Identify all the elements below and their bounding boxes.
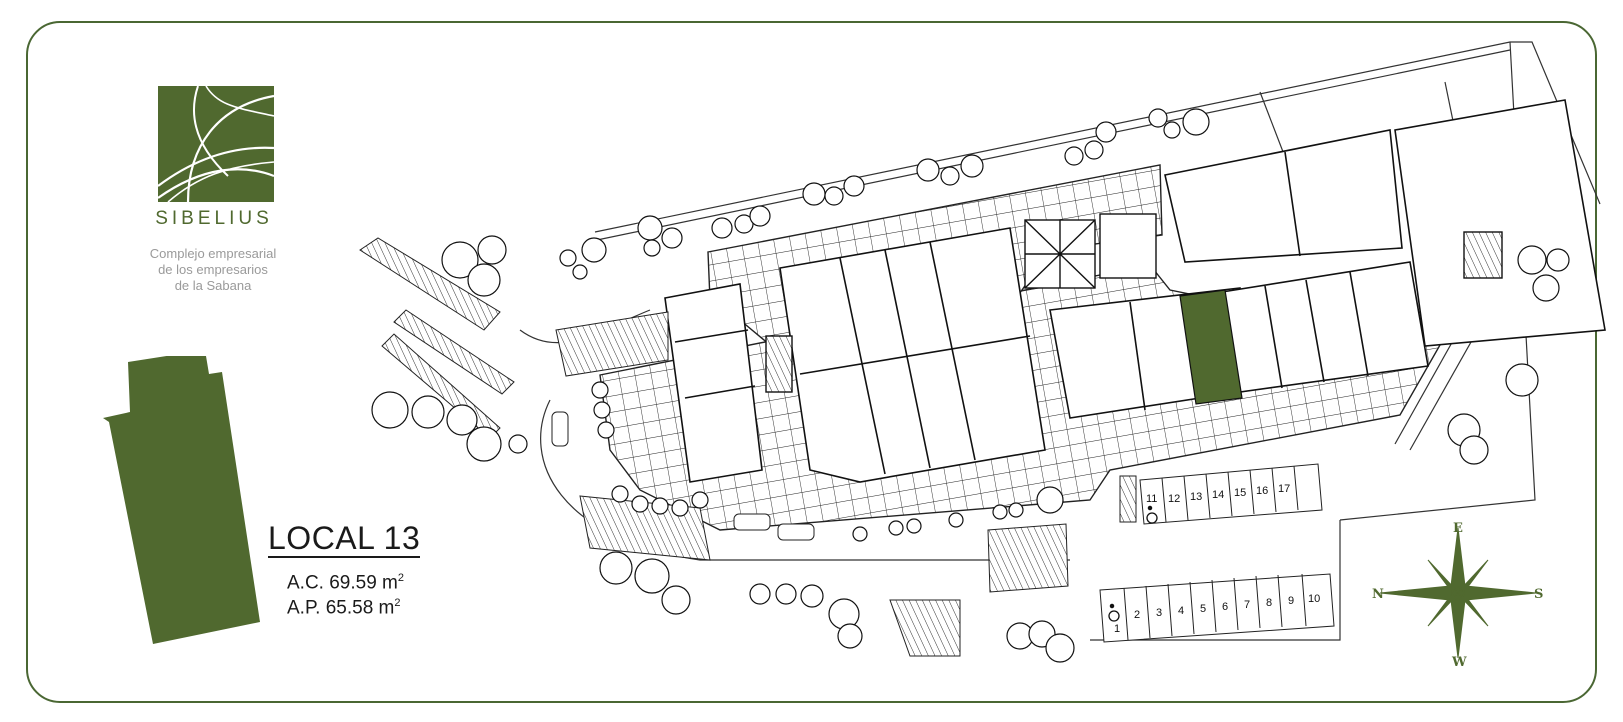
parking-lower-labels: 1 2 3 4 5 6 7 8 9 10 bbox=[1114, 593, 1320, 635]
local-13-highlight[interactable] bbox=[1179, 289, 1243, 405]
parking-upper-labels: 11 12 13 14 15 16 17 bbox=[1146, 483, 1290, 505]
stall-6: 6 bbox=[1222, 601, 1228, 613]
stall-5: 5 bbox=[1200, 603, 1206, 615]
compass-south: S bbox=[1534, 587, 1543, 602]
tagline-line-2: de los empresarios bbox=[158, 262, 268, 277]
wheelchair-icon-upper bbox=[1146, 505, 1158, 524]
unit-title: LOCAL 13 bbox=[268, 520, 421, 558]
stall-8: 8 bbox=[1266, 597, 1272, 609]
stall-1: 1 bbox=[1114, 623, 1120, 635]
sibelius-logo bbox=[158, 86, 274, 202]
stall-3: 3 bbox=[1156, 607, 1162, 619]
stall-7: 7 bbox=[1244, 599, 1250, 611]
unit-footprint bbox=[103, 356, 260, 644]
stall-2: 2 bbox=[1134, 609, 1140, 621]
stall-15: 15 bbox=[1234, 487, 1246, 499]
parking-lower bbox=[1099, 573, 1335, 643]
ap-value: A.P. 65.58 m bbox=[287, 597, 395, 619]
stall-9: 9 bbox=[1288, 595, 1294, 607]
service-core bbox=[765, 213, 1503, 393]
car-icons bbox=[551, 411, 815, 541]
brand-tagline: Complejo empresarial de los empresarios … bbox=[118, 246, 308, 294]
stall-11: 11 bbox=[1146, 493, 1157, 505]
compass-west: W bbox=[1451, 655, 1467, 668]
stall-17: 17 bbox=[1278, 483, 1290, 495]
tagline-line-1: Complejo empresarial bbox=[149, 246, 277, 261]
compass-east: E bbox=[1453, 521, 1463, 536]
unit-area-ap: A.P. 65.58 m2 bbox=[287, 592, 401, 619]
stall-14: 14 bbox=[1212, 489, 1224, 501]
stall-4: 4 bbox=[1178, 605, 1184, 617]
compass-north: N bbox=[1372, 587, 1384, 602]
tree-icons bbox=[371, 108, 1570, 663]
access-ramps bbox=[359, 237, 1137, 657]
wheelchair-icon-lower bbox=[1108, 603, 1120, 622]
tagline-line-3: de la Sabana bbox=[174, 278, 252, 293]
stall-13: 13 bbox=[1190, 491, 1202, 503]
stall-10: 10 bbox=[1308, 593, 1320, 605]
stall-16: 16 bbox=[1256, 485, 1268, 497]
logo-mark-icon bbox=[158, 86, 274, 202]
unit-area-ac: A.C. 69.59 m2 bbox=[287, 567, 404, 594]
ap-exponent: 2 bbox=[394, 597, 401, 609]
brand-name: SIBELIUS bbox=[155, 208, 273, 229]
ac-exponent: 2 bbox=[397, 572, 405, 584]
compass-rose-icon: E N S W bbox=[1372, 521, 1543, 668]
stall-12: 12 bbox=[1168, 493, 1180, 505]
ac-value: A.C. 69.59 m bbox=[287, 572, 398, 594]
parking-upper bbox=[1139, 463, 1323, 525]
